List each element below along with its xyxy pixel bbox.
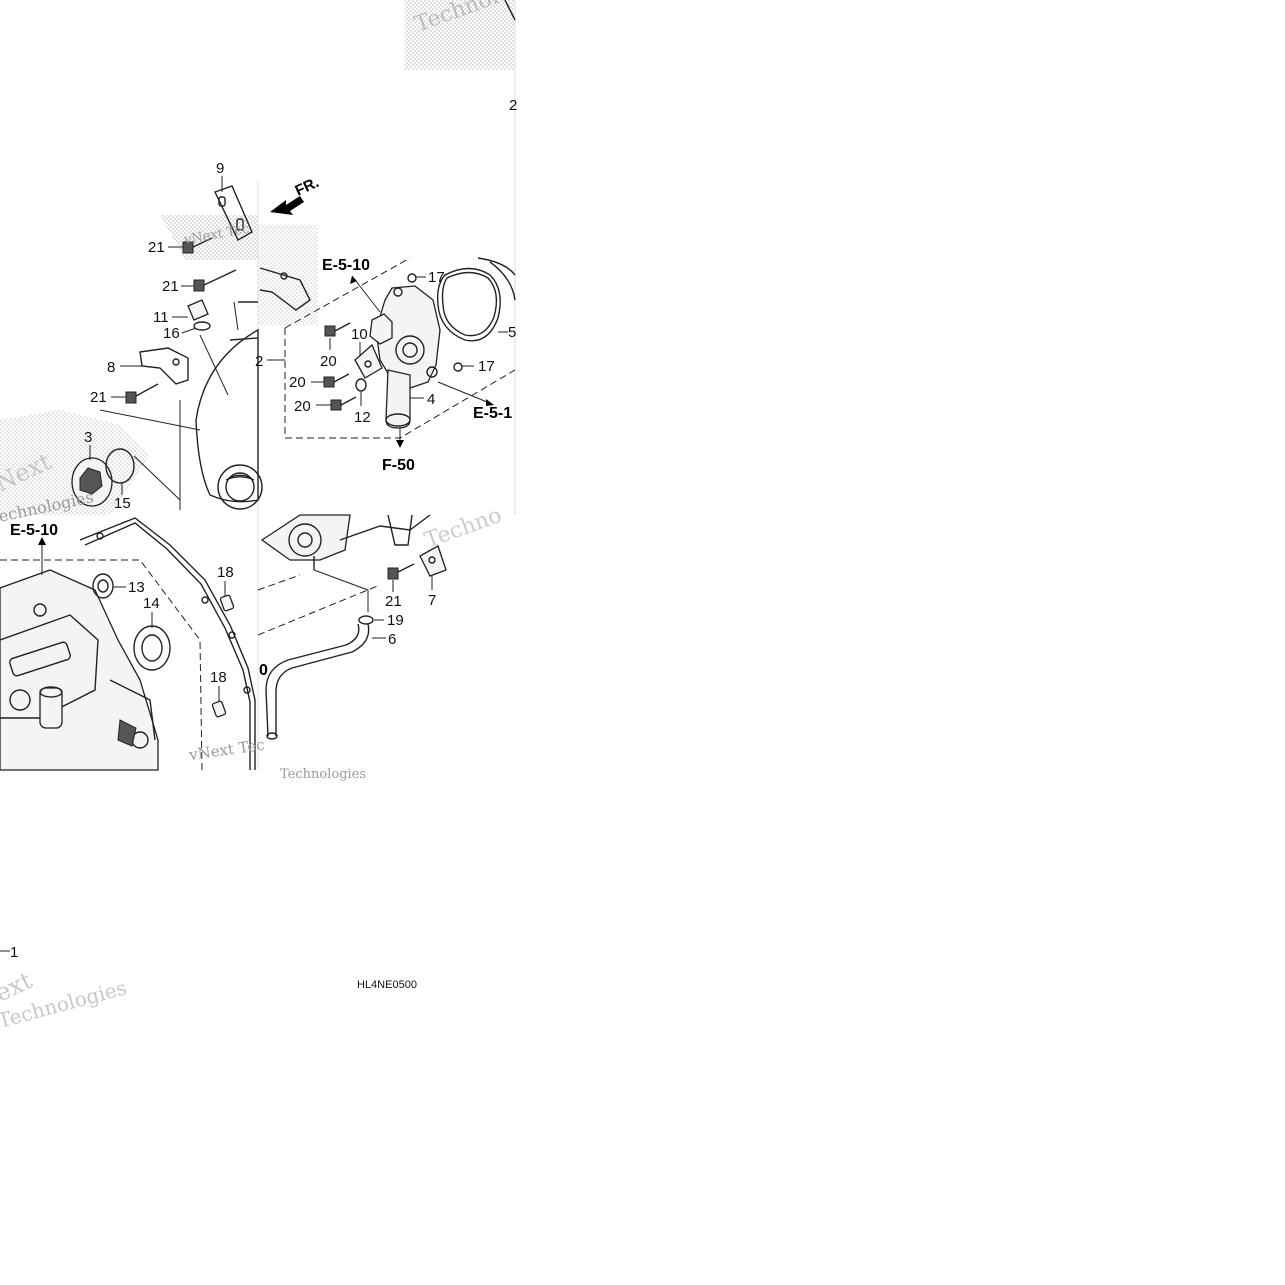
water-pump-body xyxy=(375,285,441,389)
water-hose xyxy=(275,623,370,736)
part-number-label: 15 xyxy=(114,495,131,512)
bolt-icon xyxy=(125,383,159,404)
bracket-part-8 xyxy=(139,347,189,385)
watermark-texts: vNext Tec vNext Tec Technologies Techno … xyxy=(0,0,514,1033)
part-number-label: 9 xyxy=(216,160,224,177)
section-reference-label: E-5-10 xyxy=(10,522,58,539)
part-number-label: 2 xyxy=(509,97,517,114)
watermark-text: vNext Tec xyxy=(187,736,266,765)
direction-label: FR. xyxy=(293,174,322,200)
part-number-label: 21 xyxy=(385,593,402,610)
part-number-label: 3 xyxy=(84,429,92,446)
section-reference-label: E-5-10 xyxy=(322,257,370,274)
part-number-label: 7 xyxy=(428,592,436,609)
part-number-labels: 1 2 3 4 5 6 7 8 9 10 11 12 13 14 15 16 1… xyxy=(10,160,516,961)
part-number-label: 20 xyxy=(320,353,337,370)
part-number-label: 18 xyxy=(217,564,234,581)
cropped-fragment: 2 xyxy=(504,0,517,114)
part-number-label: 17 xyxy=(478,358,495,375)
dowel-pin-icon xyxy=(211,700,227,718)
part-number-label: 13 xyxy=(128,579,145,596)
bolt-icon xyxy=(387,563,415,580)
part-number-label: 0 xyxy=(259,662,268,679)
section-reference-label: E-5-1 xyxy=(473,405,512,422)
dowel-icon xyxy=(407,273,417,283)
part-number-label: 10 xyxy=(351,326,368,343)
section-reference-label: F-50 xyxy=(382,457,415,474)
washer-icon xyxy=(355,378,367,392)
watermark-text: Technologies xyxy=(280,767,366,782)
dowel-icon xyxy=(453,362,463,372)
part-number-label: 4 xyxy=(427,391,435,408)
part-number-label: 21 xyxy=(90,389,107,406)
cover-fittings xyxy=(71,176,263,510)
part-number-label: 6 xyxy=(388,631,396,648)
part-number-label: 8 xyxy=(107,359,115,376)
side-cover xyxy=(195,328,259,503)
reference-labels: E-5-10 E-5-10 E-5-1 F-50 FR. HL4NE0500 xyxy=(10,174,512,991)
outlet-pipe xyxy=(385,369,411,429)
crankcase-cover-assembly xyxy=(0,517,256,771)
pump-gasket xyxy=(436,267,501,342)
part-number-label: 17 xyxy=(428,269,445,286)
part-number-label: 21 xyxy=(162,278,179,295)
o-ring-icon xyxy=(105,448,135,484)
bearing-icon xyxy=(92,573,114,599)
part-number-label: 2 xyxy=(255,353,263,370)
cap-icon xyxy=(187,299,209,321)
oil-seal-icon xyxy=(133,625,171,671)
watermark-dot-blocks xyxy=(0,0,515,515)
bolt-icon xyxy=(330,396,357,411)
bolt-icon xyxy=(323,373,350,388)
oil-seal-cap xyxy=(71,457,113,507)
hose-clamp-icon xyxy=(358,615,374,625)
part-number-label: 19 xyxy=(387,612,404,629)
bracket-part-7 xyxy=(419,545,447,577)
o-ring-icon xyxy=(193,321,211,331)
pump-hose-assembly xyxy=(257,514,447,740)
part-number-label: 5 xyxy=(508,324,516,341)
bolt-icon xyxy=(324,322,351,337)
bracket-part-9 xyxy=(214,185,253,241)
part-number-label: 14 xyxy=(143,595,160,612)
crankcase-cover xyxy=(0,569,159,771)
part-number-label: 21 xyxy=(148,239,165,256)
cover-gasket xyxy=(79,517,256,770)
part-number-label: 20 xyxy=(294,398,311,415)
part-number-label: 16 xyxy=(163,325,180,342)
dowel-pin-icon xyxy=(219,594,235,612)
part-number-label: 12 xyxy=(354,409,371,426)
front-arrow-icon xyxy=(270,196,304,215)
part-number-label: 1 xyxy=(10,944,18,961)
bolt-icon xyxy=(193,269,237,292)
watermark-text: Techno xyxy=(422,503,506,554)
part-number-label: 11 xyxy=(153,309,169,326)
part-number-label: 20 xyxy=(289,374,306,391)
part-number-label: 18 xyxy=(210,669,227,686)
diagram-code: HL4NE0500 xyxy=(357,979,417,991)
water-pump-assembly xyxy=(259,196,516,448)
